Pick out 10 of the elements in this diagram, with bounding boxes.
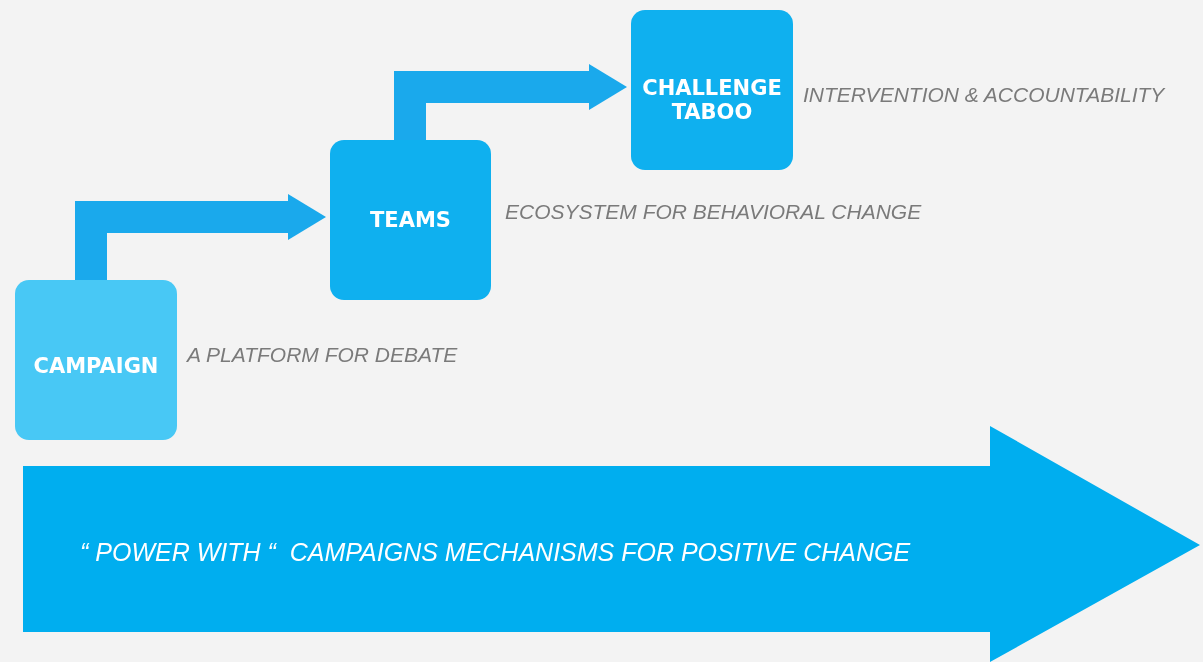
step-box <box>15 280 177 440</box>
step-title: TEAMS <box>370 207 451 232</box>
step-description: INTERVENTION & ACCOUNTABILITY <box>803 83 1165 107</box>
step-description: A PLATFORM FOR DEBATE <box>187 343 458 367</box>
step-title: CAMPAIGN <box>33 353 159 378</box>
step-box <box>330 140 491 300</box>
arrow-caption: “ POWER WITH “ CAMPAIGNS MECHANISMS FOR POSITIVE CHANGE <box>80 538 911 567</box>
step-title: CHALLENGE TABOO <box>642 76 782 125</box>
step-description: ECOSYSTEM FOR BEHAVIORAL CHANGE <box>505 200 922 224</box>
step-box <box>631 10 793 170</box>
